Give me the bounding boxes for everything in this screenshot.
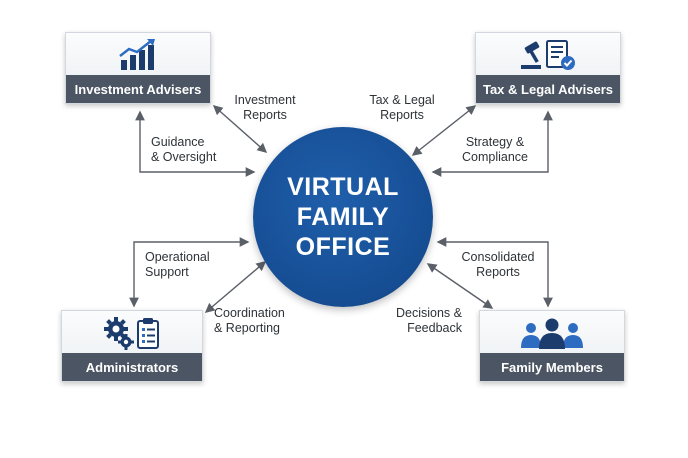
- investment-advisers-card: Investment Advisers: [65, 32, 211, 104]
- center-line: FAMILY: [296, 203, 390, 231]
- people-group-icon: [480, 311, 624, 355]
- gears-clipboard-icon: [62, 311, 202, 355]
- tax-legal-advisers-card: Tax & Legal Advisers: [475, 32, 621, 104]
- family-members-card: Family Members: [479, 310, 625, 382]
- node-label: Family Members: [480, 353, 624, 381]
- flow-label-coordination-reporting: Coordination & Reporting: [214, 306, 285, 335]
- flow-label-tax-legal-reports: Tax & Legal Reports: [369, 93, 435, 122]
- center-line: VIRTUAL: [287, 173, 399, 201]
- flow-label-consolidated-reports: Consolidated Reports: [461, 250, 535, 279]
- administrators-card: Administrators: [61, 310, 203, 382]
- node-label: Investment Advisers: [66, 75, 210, 103]
- arrow-guidance-oversight: [135, 110, 256, 177]
- virtual-family-office-circle: VIRTUAL FAMILY OFFICE: [253, 127, 433, 307]
- center-title: VIRTUAL FAMILY OFFICE: [287, 172, 399, 262]
- arrow-strategy-compliance: [431, 110, 553, 177]
- flow-label-strategy-compliance: Strategy & Compliance: [461, 135, 528, 164]
- arrow-operational-support: [129, 237, 250, 308]
- bar-chart-growth-icon: [66, 33, 210, 77]
- center-line: OFFICE: [295, 233, 391, 261]
- gavel-document-icon: [476, 33, 620, 77]
- arrow-consolidated-reports: [436, 237, 553, 308]
- node-label: Tax & Legal Advisers: [476, 75, 620, 103]
- flow-label-decisions-feedback: Decisions & Feedback: [396, 306, 462, 335]
- node-label: Administrators: [62, 353, 202, 381]
- flow-label-operational-support: Operational Support: [145, 250, 210, 279]
- flow-label-guidance-oversight: Guidance & Oversight: [151, 135, 217, 164]
- arrow-coordination-reporting: [204, 261, 267, 313]
- arrow-decisions-feedback: [426, 263, 494, 309]
- flow-label-investment-reports: Investment Reports: [234, 93, 296, 122]
